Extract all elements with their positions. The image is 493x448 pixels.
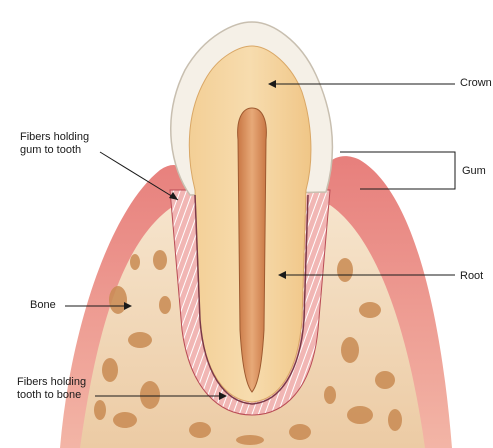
fibers-bone-label-line2: tooth to bone bbox=[17, 389, 127, 402]
root-label: Root bbox=[460, 270, 483, 283]
gum-label: Gum bbox=[462, 165, 486, 178]
fibers-gum-label: Fibers holding gum to tooth bbox=[20, 131, 130, 157]
fibers-bone-label: Fibers holding tooth to bone bbox=[17, 376, 127, 402]
fibers-gum-label-line1: Fibers holding bbox=[20, 131, 130, 144]
pulp-cavity bbox=[238, 108, 267, 392]
fibers-gum-label-line2: gum to tooth bbox=[20, 144, 130, 157]
bone-label: Bone bbox=[30, 299, 56, 312]
crown-label: Crown bbox=[460, 77, 492, 90]
gum-bracket bbox=[445, 152, 455, 189]
fibers-bone-label-line1: Fibers holding bbox=[17, 376, 127, 389]
